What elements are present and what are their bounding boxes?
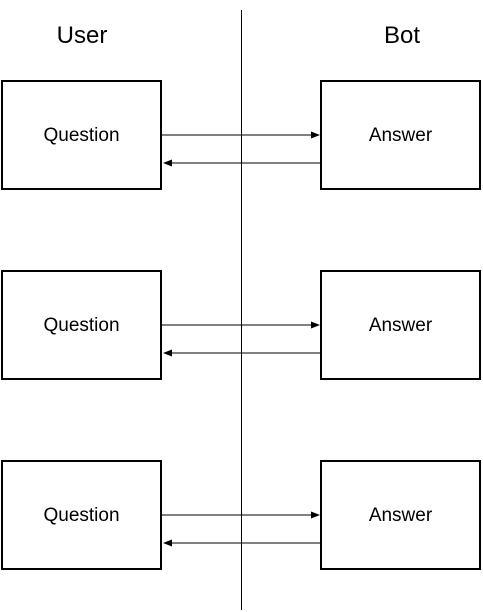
answer-label: Answer (369, 125, 433, 146)
question-label: Question (43, 315, 119, 336)
user-column-title: User (57, 22, 108, 49)
exchange-row: Question Answer (1, 270, 481, 380)
question-box (1, 460, 162, 570)
answer-box (320, 80, 481, 190)
question-box (1, 270, 162, 380)
response-arrow-head (163, 159, 172, 167)
answer-box (320, 270, 481, 380)
question-label: Question (43, 505, 119, 526)
bot-column-title: Bot (384, 22, 420, 49)
question-box (1, 80, 162, 190)
response-arrow-head (163, 349, 172, 357)
answer-label: Answer (369, 505, 433, 526)
question-label: Question (43, 125, 119, 146)
request-arrow-head (311, 511, 320, 519)
answer-label: Answer (369, 315, 433, 336)
exchange-row: Question Answer (1, 80, 481, 190)
answer-box (320, 460, 481, 570)
request-arrow-head (311, 321, 320, 329)
response-arrow-head (163, 539, 172, 547)
exchange-row: Question Answer (1, 460, 481, 570)
request-arrow-head (311, 131, 320, 139)
